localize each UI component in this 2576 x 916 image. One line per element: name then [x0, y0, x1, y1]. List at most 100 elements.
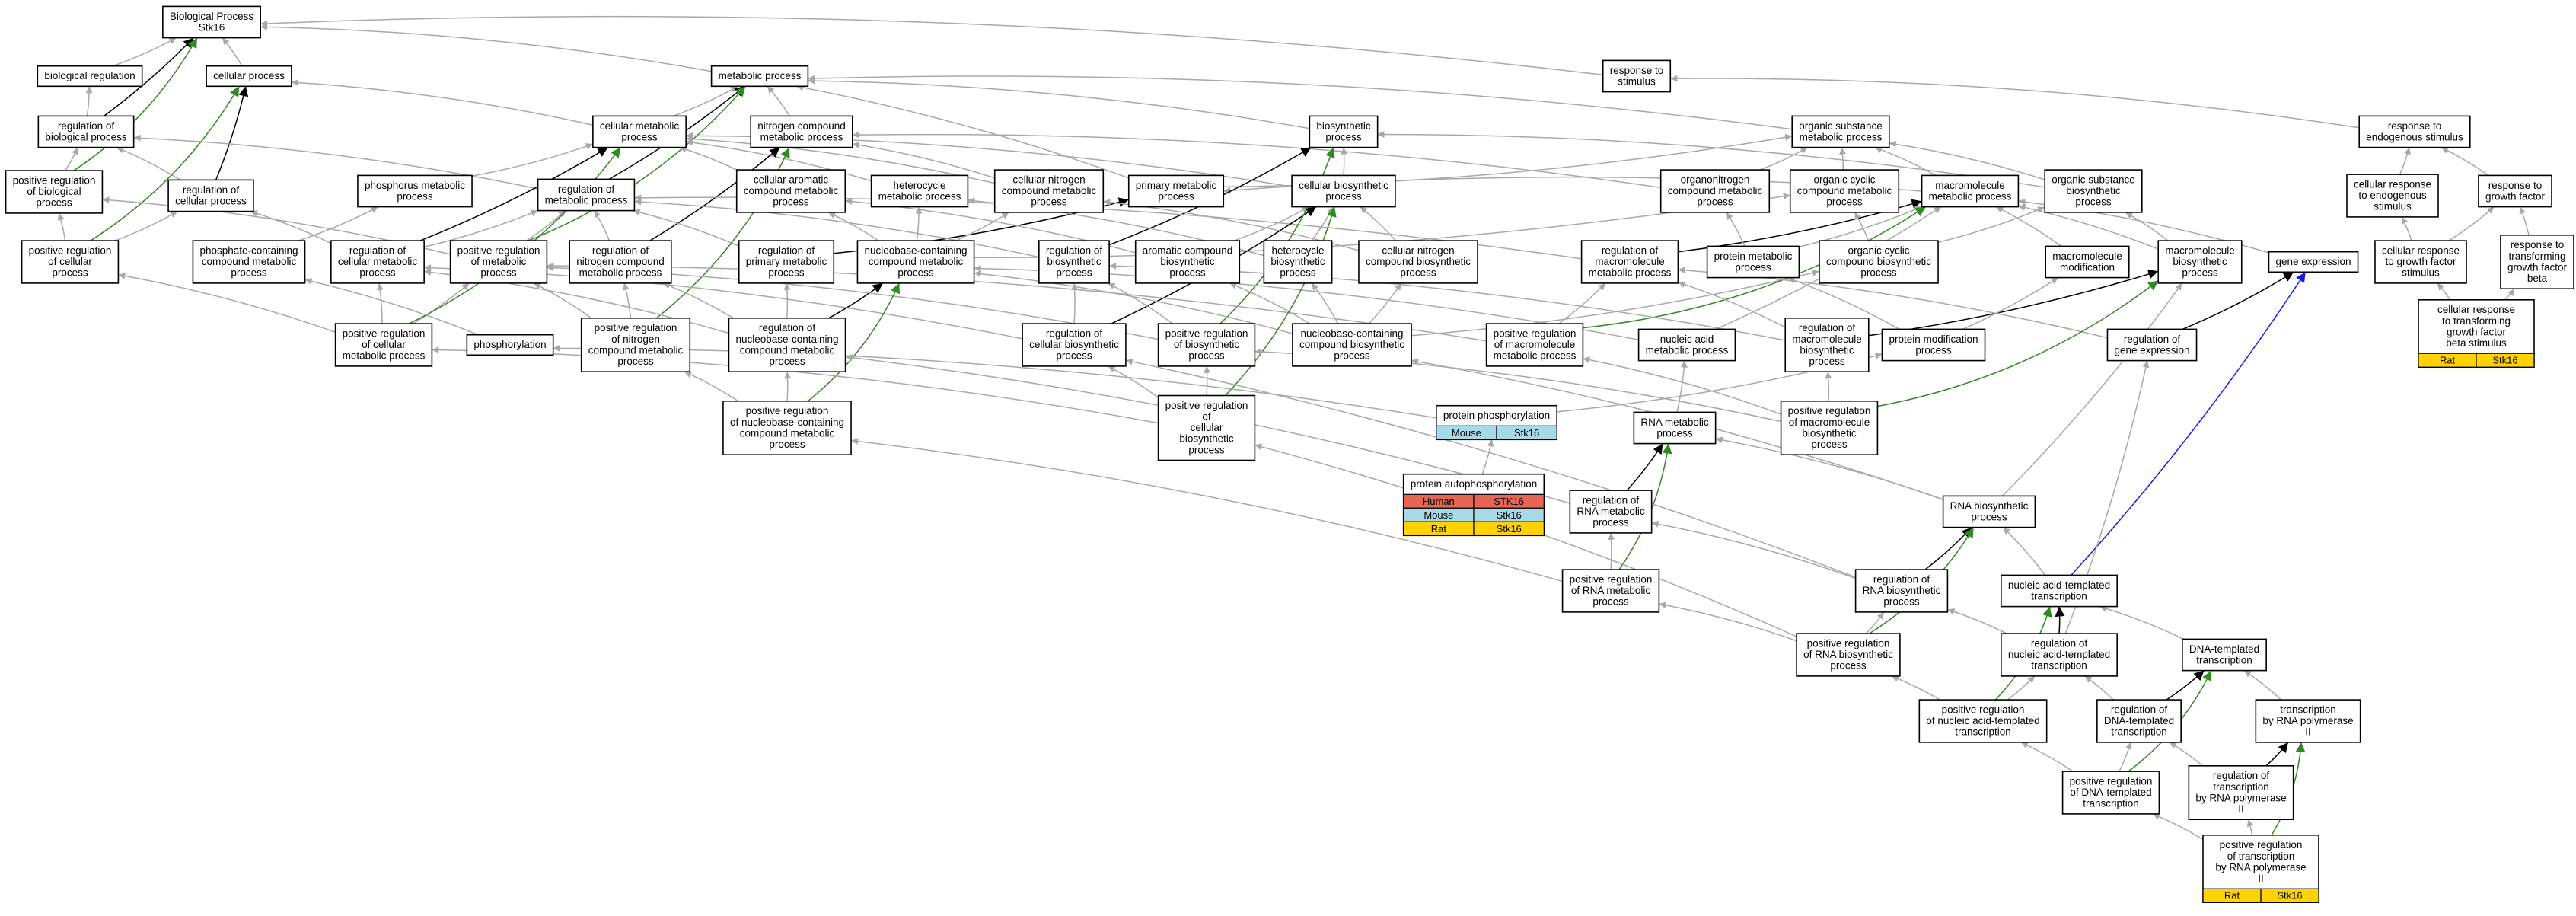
- node-box: [1921, 174, 2020, 208]
- node-label-line: nucleobase-containing: [735, 334, 838, 345]
- node-label-line: process: [1188, 444, 1225, 455]
- node-label-line: macromolecule: [1792, 334, 1862, 345]
- edge-regcmet-to-regcell: [250, 209, 332, 244]
- node-label-line: transcription: [2213, 781, 2269, 793]
- gene-cell: [2476, 353, 2535, 368]
- go-term-node-geneexp[interactable]: gene expression: [2268, 251, 2359, 273]
- go-term-node-phosph[interactable]: phosphorylation: [466, 334, 554, 356]
- node-box: [1292, 323, 1412, 367]
- go-term-node-breg[interactable]: biological regulation: [37, 65, 143, 88]
- go-term-node-regmacbio[interactable]: regulation ofmacromoleculebiosyntheticpr…: [1784, 317, 1870, 372]
- node-label-line: regulation of: [349, 244, 406, 256]
- node-label-line: phosphorylation: [473, 339, 546, 350]
- node-label-line: primary metabolic: [1136, 180, 1217, 191]
- node-box: [2188, 764, 2294, 820]
- node-box: [722, 400, 852, 455]
- node-label-line: gene expression: [2114, 344, 2189, 356]
- node-label-line: cellular biosynthetic: [1299, 180, 1388, 191]
- go-term-node-regnbc[interactable]: regulation ofnucleobase-containingcompou…: [728, 317, 846, 372]
- node-label-line: beta stimulus: [2446, 337, 2507, 349]
- go-term-node-cellp[interactable]: cellular process: [206, 65, 292, 88]
- node-label-line: protein phosphorylation: [1443, 410, 1550, 421]
- go-term-node-metp[interactable]: metabolic process: [710, 65, 809, 88]
- edge-crtgfb-to-rtgfb: [2504, 288, 2515, 301]
- edge-cnbio-to-cbio: [1360, 206, 1397, 241]
- node-label-line: metabolic process: [760, 131, 843, 142]
- node-label-line: biosynthetic: [1179, 433, 1234, 445]
- species-label: Rat: [2224, 890, 2240, 902]
- go-term-node-posregcbio[interactable]: positive regulationofcellularbiosyntheti…: [1157, 394, 1256, 461]
